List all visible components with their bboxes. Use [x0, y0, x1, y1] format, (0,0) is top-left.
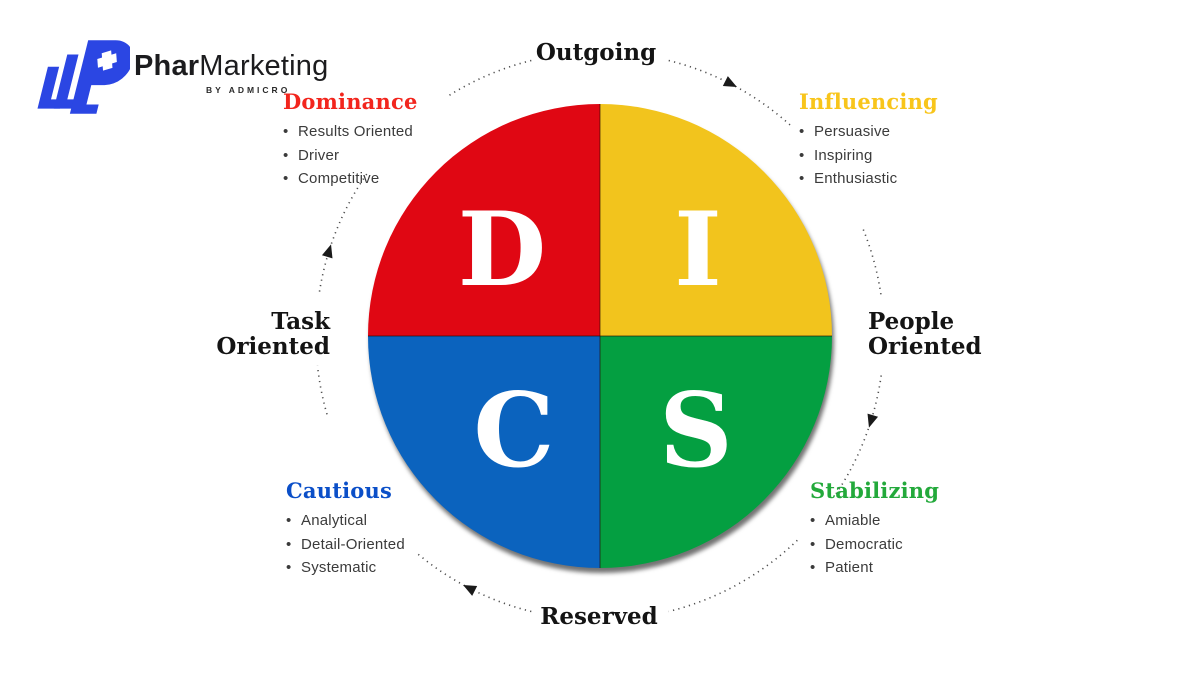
influencing-heading: Influencing	[799, 89, 938, 114]
stabilizing-heading: Stabilizing	[810, 478, 940, 503]
quadrant-i-wedge	[600, 104, 832, 336]
brand-name-bold: Phar	[134, 50, 200, 82]
quadrant-c-wedge	[368, 336, 600, 568]
trait-item: Inspiring	[799, 144, 938, 168]
clockwise-arrow-left-icon	[321, 244, 333, 259]
brand-byline: BY ADMICRO	[206, 85, 291, 95]
clockwise-arrow-bottom-icon	[463, 585, 478, 596]
trait-item: Results Oriented	[283, 120, 418, 144]
dominance-block: Dominance Results Oriented Driver Compet…	[283, 91, 418, 191]
dominance-trait-list: Results Oriented Driver Competitive	[283, 120, 418, 191]
quadrant-d-wedge	[368, 104, 600, 336]
trait-item: Persuasive	[799, 120, 938, 144]
trait-item: Driver	[283, 144, 418, 168]
quadrant-letter-d: D	[458, 190, 546, 310]
quadrant-letter-i: I	[674, 190, 722, 310]
pharmarketing-wordmark: PharMarketing BY ADMICRO	[134, 52, 328, 96]
trait-item: Enthusiastic	[799, 167, 938, 191]
disc-pie: D I C S	[368, 104, 832, 568]
trait-item: Patient	[810, 556, 939, 580]
stabilizing-block: Stabilizing Amiable Democratic Patient	[810, 480, 939, 580]
trait-item: Amiable	[810, 509, 939, 533]
trait-item: Systematic	[286, 556, 405, 580]
axis-label-task-oriented: Task Oriented	[216, 308, 330, 360]
pharmarketing-logo-icon	[37, 40, 130, 114]
trait-item: Detail-Oriented	[286, 533, 405, 557]
pharmarketing-logo: PharMarketing BY ADMICRO	[28, 32, 328, 124]
brand-name-regular: Marketing	[199, 50, 329, 82]
cautious-block: Cautious Analytical Detail-Oriented Syst…	[286, 480, 405, 580]
cautious-heading: Cautious	[286, 478, 392, 503]
stabilizing-trait-list: Amiable Democratic Patient	[810, 509, 939, 580]
axis-label-outgoing: Outgoing	[535, 39, 657, 66]
trait-item: Democratic	[810, 533, 939, 557]
cautious-trait-list: Analytical Detail-Oriented Systematic	[286, 509, 405, 580]
quadrant-s-wedge	[600, 336, 832, 568]
clockwise-arrow-top-icon	[722, 76, 737, 87]
axis-label-people-oriented: People Oriented	[868, 308, 982, 360]
clockwise-arrow-right-icon	[867, 413, 879, 428]
axis-label-reserved: Reserved	[540, 603, 658, 630]
quadrant-letter-c: C	[473, 371, 554, 491]
axis-label-people-line2: Oriented	[868, 332, 982, 360]
trait-item: Analytical	[286, 509, 405, 533]
dominance-heading: Dominance	[283, 89, 418, 114]
influencing-trait-list: Persuasive Inspiring Enthusiastic	[799, 120, 938, 191]
trait-item: Competitive	[283, 167, 418, 191]
influencing-block: Influencing Persuasive Inspiring Enthusi…	[799, 91, 938, 191]
axis-label-task-line1: Task	[271, 308, 330, 335]
axis-label-people-line1: People	[868, 308, 955, 335]
quadrant-letter-s: S	[659, 371, 733, 491]
brand-name: PharMarketing	[134, 52, 328, 81]
axis-label-task-line2: Oriented	[216, 332, 330, 360]
